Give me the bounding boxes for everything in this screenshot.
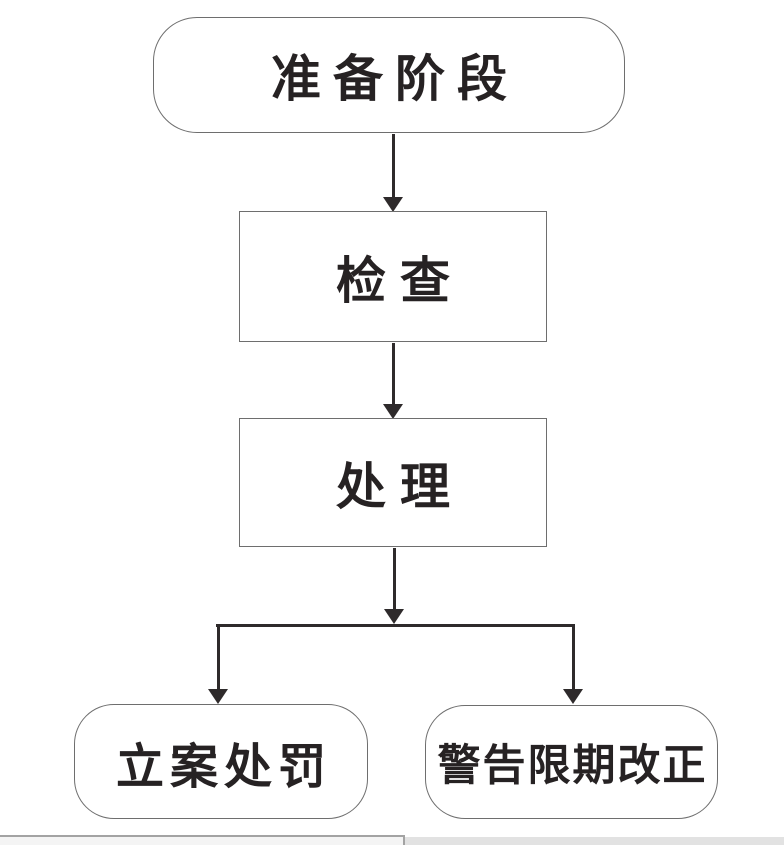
horizontal-scrollbar[interactable] [0,835,784,845]
arrowhead-down-icon [383,404,403,419]
edge-line [391,134,395,197]
node-file-case-label: 立案处罚 [115,738,332,795]
scrollbar-track[interactable] [405,837,784,845]
scrollbar-thumb[interactable] [0,835,405,845]
edge-line [392,548,396,609]
edge-line [391,343,395,404]
node-warn-correct: 警告限期改正 [425,705,718,819]
edge-line [571,627,575,689]
edge-branch-to-warn-correct [563,627,583,704]
node-warn-correct-label: 警告限期改正 [437,741,708,791]
arrowhead-down-icon [384,609,404,624]
node-start-label: 准备阶段 [271,50,519,108]
arrowhead-down-icon [383,197,403,212]
node-handle: 处理 [239,418,547,547]
branch-connector-line [216,624,575,627]
edge-handle-to-branch [384,548,404,624]
node-file-case: 立案处罚 [74,704,368,819]
node-start: 准备阶段 [153,17,625,133]
arrowhead-down-icon [563,689,583,704]
node-handle-label: 处理 [336,457,464,516]
edge-branch-to-file-case [208,627,228,704]
edge-start-to-inspect [383,134,403,212]
edge-line [216,627,220,689]
node-inspect-label: 检查 [336,251,464,310]
edge-inspect-to-handle [383,343,403,419]
node-inspect: 检查 [239,211,547,342]
arrowhead-down-icon [208,689,228,704]
